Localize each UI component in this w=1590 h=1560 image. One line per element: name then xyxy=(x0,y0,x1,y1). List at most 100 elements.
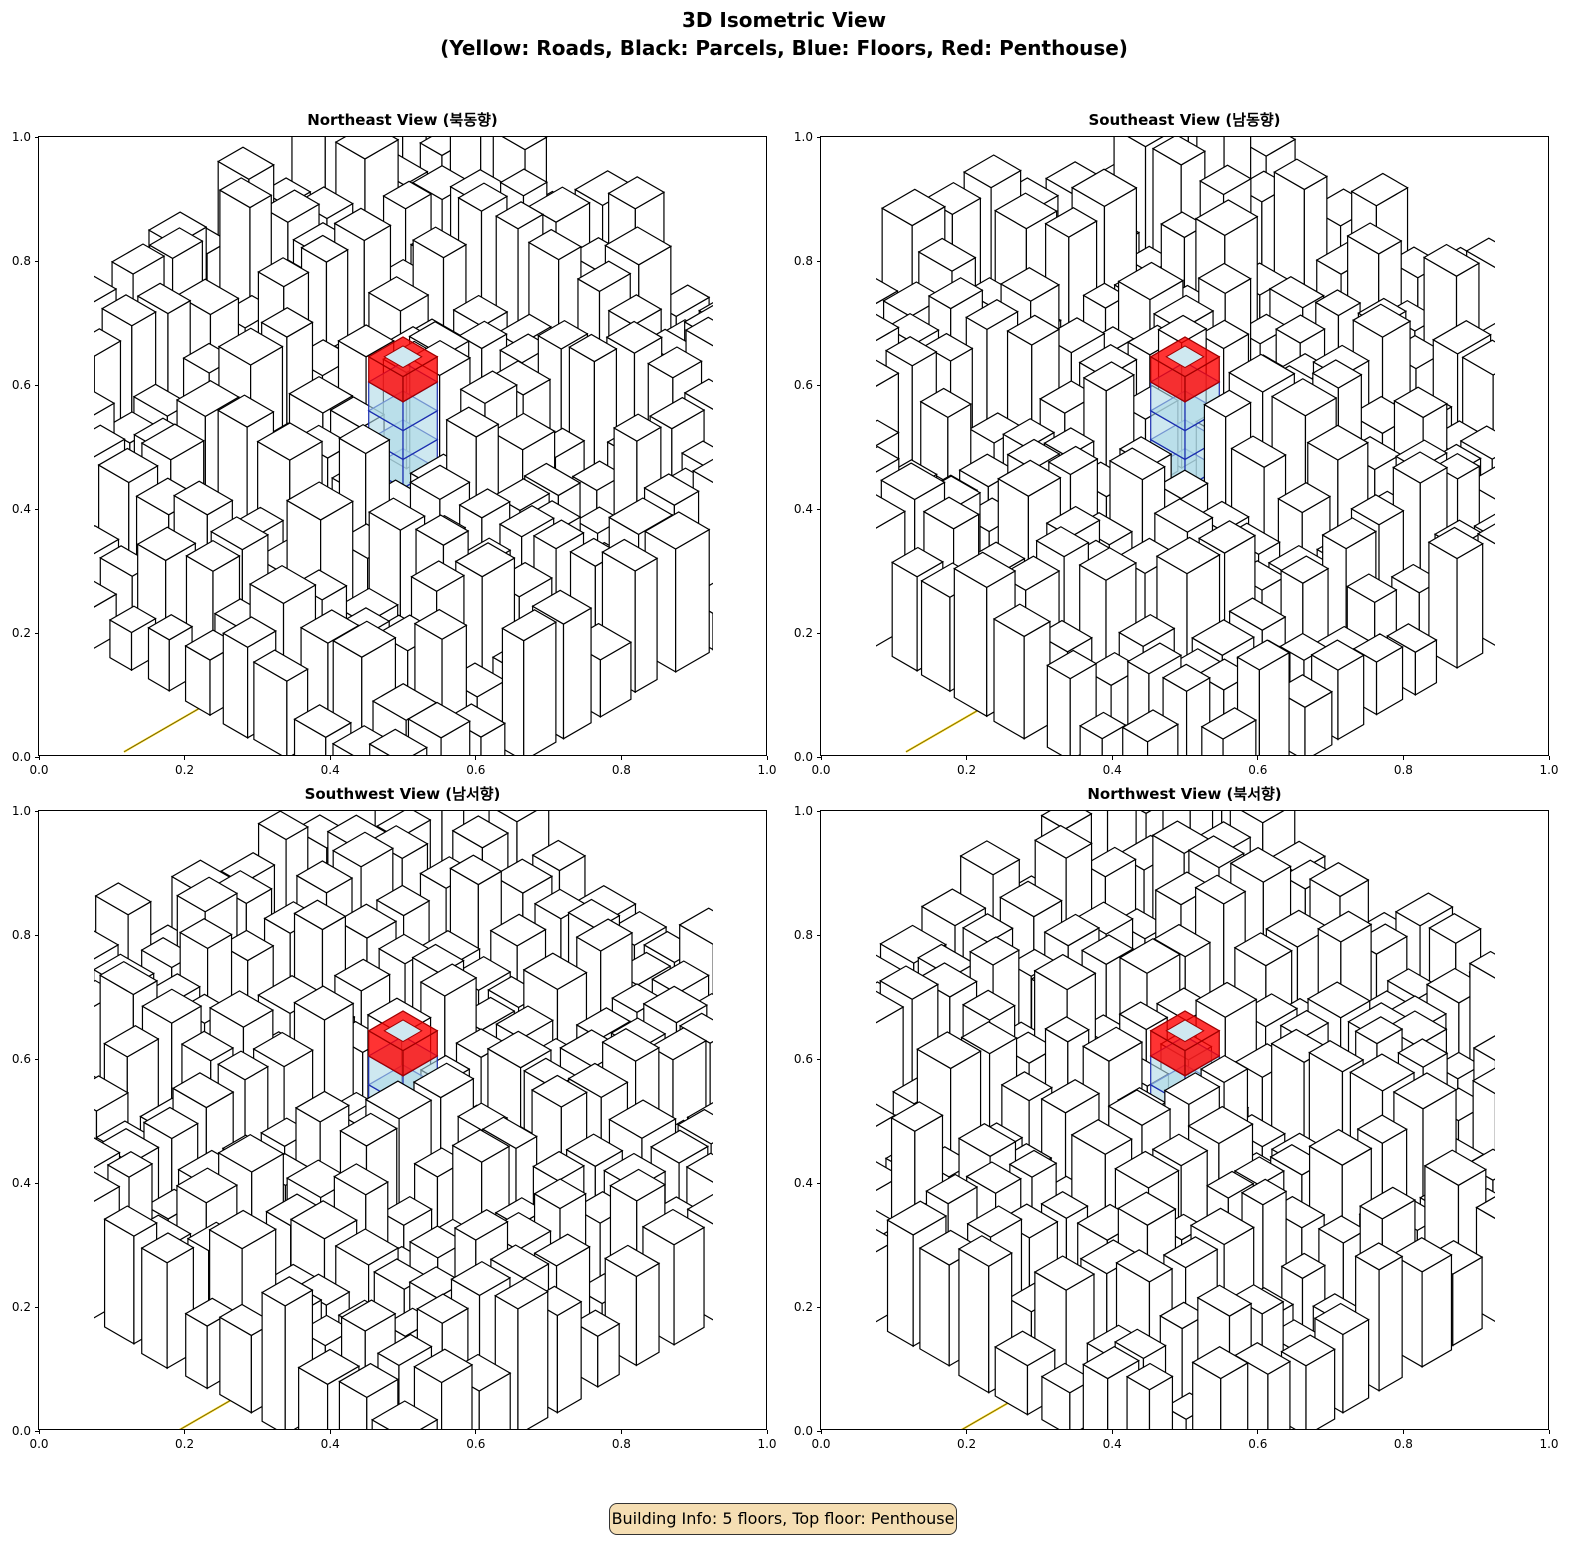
parcel-building-top xyxy=(1044,1016,1090,1043)
parcel-building-top xyxy=(1000,1071,1053,1102)
parcel-building-side xyxy=(1544,1083,1548,1142)
parcel-building-top xyxy=(1121,709,1180,743)
parcel-building-side xyxy=(39,391,55,493)
parcel-building-top xyxy=(445,406,500,438)
parcel-building-top xyxy=(821,1119,825,1152)
x-tick-label: 0.0 xyxy=(811,1437,831,1451)
parcel-building-top xyxy=(1117,1191,1177,1226)
y-tick-mark xyxy=(817,136,821,138)
parcel-building-side xyxy=(953,567,988,718)
y-tick-mark xyxy=(35,1306,39,1308)
parcel-building-top xyxy=(413,1348,474,1384)
parcel-building-top xyxy=(1514,448,1548,479)
parcel-building-top xyxy=(450,1260,512,1297)
parcel-building-top xyxy=(501,609,558,642)
x-tick-label: 0.4 xyxy=(320,763,340,777)
parcel-building-top xyxy=(180,1030,235,1062)
x-tick-label: 0.0 xyxy=(811,763,831,777)
parcel-building-top xyxy=(334,1228,400,1266)
title-line-1: 3D Isometric View xyxy=(681,8,887,32)
parcel-building-front xyxy=(832,386,857,490)
parcel-building-top xyxy=(486,1030,553,1069)
parcel-building-top xyxy=(339,1112,398,1147)
parcel-building-top xyxy=(1035,526,1090,558)
parcel-building-top xyxy=(216,394,275,428)
parcel-building-front xyxy=(821,1135,825,1236)
y-tick-label: 0.4 xyxy=(11,502,31,516)
parcel-building-top xyxy=(39,1110,81,1141)
parcel-building-side xyxy=(1504,298,1535,399)
parcel-building-top xyxy=(761,484,766,513)
x-tick-mark xyxy=(329,756,331,760)
parcel-building-top xyxy=(39,1229,82,1257)
parcel-building-top xyxy=(222,616,277,648)
parcel-building-front xyxy=(751,470,766,581)
parcel-building-top xyxy=(531,589,593,625)
parcel-building-front xyxy=(710,1142,713,1233)
parcel-building-top xyxy=(692,458,713,484)
x-tick-label: 0.2 xyxy=(957,763,977,777)
parcel-building-top xyxy=(533,1233,591,1267)
parcel-building-front xyxy=(523,621,557,755)
parcel-building-top xyxy=(601,538,659,572)
y-tick-label: 0.8 xyxy=(11,254,31,268)
parcel-building-top xyxy=(1126,642,1183,675)
parcel-building-top xyxy=(1205,1170,1255,1199)
parcel-building-top xyxy=(1157,314,1208,344)
parcel-building-side xyxy=(68,541,92,603)
panel-title: Southwest View (남서향) xyxy=(304,785,501,803)
parcel-building-top xyxy=(1306,424,1370,461)
parcel-building-top xyxy=(39,454,80,484)
parcel-building-top xyxy=(1115,1249,1174,1283)
parcel-building-side xyxy=(821,452,835,584)
parcel-building-top xyxy=(1189,1207,1255,1246)
parcel-building-front xyxy=(835,452,866,584)
parcel-building-side xyxy=(845,1236,874,1323)
parcel-building-top xyxy=(1118,1001,1169,1031)
parcel-building-top xyxy=(733,963,766,994)
panel-title: Northwest View (북서향) xyxy=(1087,785,1282,803)
x-tick-mark xyxy=(620,756,622,760)
parcel-building-top xyxy=(726,1171,766,1199)
parcel-building-top xyxy=(333,958,391,992)
y-tick-label: 1.0 xyxy=(793,804,813,818)
y-tick-mark xyxy=(817,756,821,758)
parcel-building-top xyxy=(332,620,397,658)
parcel-building-side xyxy=(720,407,752,492)
parcel-building-side xyxy=(724,300,757,401)
parcel-building-top xyxy=(527,228,583,261)
parcel-building-top xyxy=(607,176,666,210)
parcel-building-top xyxy=(1033,1255,1096,1291)
parcel-building-front xyxy=(1497,975,1520,1052)
parcel-building-top xyxy=(1346,573,1398,604)
parcel-building-side xyxy=(39,262,51,400)
parcel-building-side xyxy=(1515,1057,1536,1168)
parcel-building-top xyxy=(1513,979,1548,1005)
parcel-building-top xyxy=(409,464,471,501)
parcel-building-top xyxy=(575,918,634,952)
parcel-building-top xyxy=(725,1128,766,1164)
parcel-building-top xyxy=(1352,303,1412,338)
parcel-building-top xyxy=(94,275,118,303)
parcel-building-side xyxy=(66,1154,91,1232)
x-tick-mark xyxy=(820,1430,822,1434)
parcel-building-top xyxy=(1228,597,1287,631)
parcel-building-top xyxy=(382,180,433,210)
parcel-building-top xyxy=(39,1132,47,1164)
parcel-building-side xyxy=(725,1108,750,1211)
parcel-building-top xyxy=(136,526,197,562)
parcel-building-front xyxy=(1538,994,1548,1074)
parcel-building-top xyxy=(886,1200,948,1236)
parcel-building-top xyxy=(1161,663,1211,692)
x-tick-label: 1.0 xyxy=(757,763,777,777)
parcel-building-top xyxy=(1196,1284,1253,1317)
parcel-building-side xyxy=(1510,1144,1537,1209)
parcel-building-side xyxy=(1046,664,1071,755)
parcel-building-top xyxy=(492,858,554,894)
parcel-building-top xyxy=(522,952,588,991)
parcel-building-top xyxy=(1034,824,1093,859)
parcel-building-top xyxy=(821,472,862,502)
parcel-building-top xyxy=(110,243,166,275)
y-tick-label: 0.6 xyxy=(793,378,813,392)
parcel-building-top xyxy=(1151,137,1207,166)
